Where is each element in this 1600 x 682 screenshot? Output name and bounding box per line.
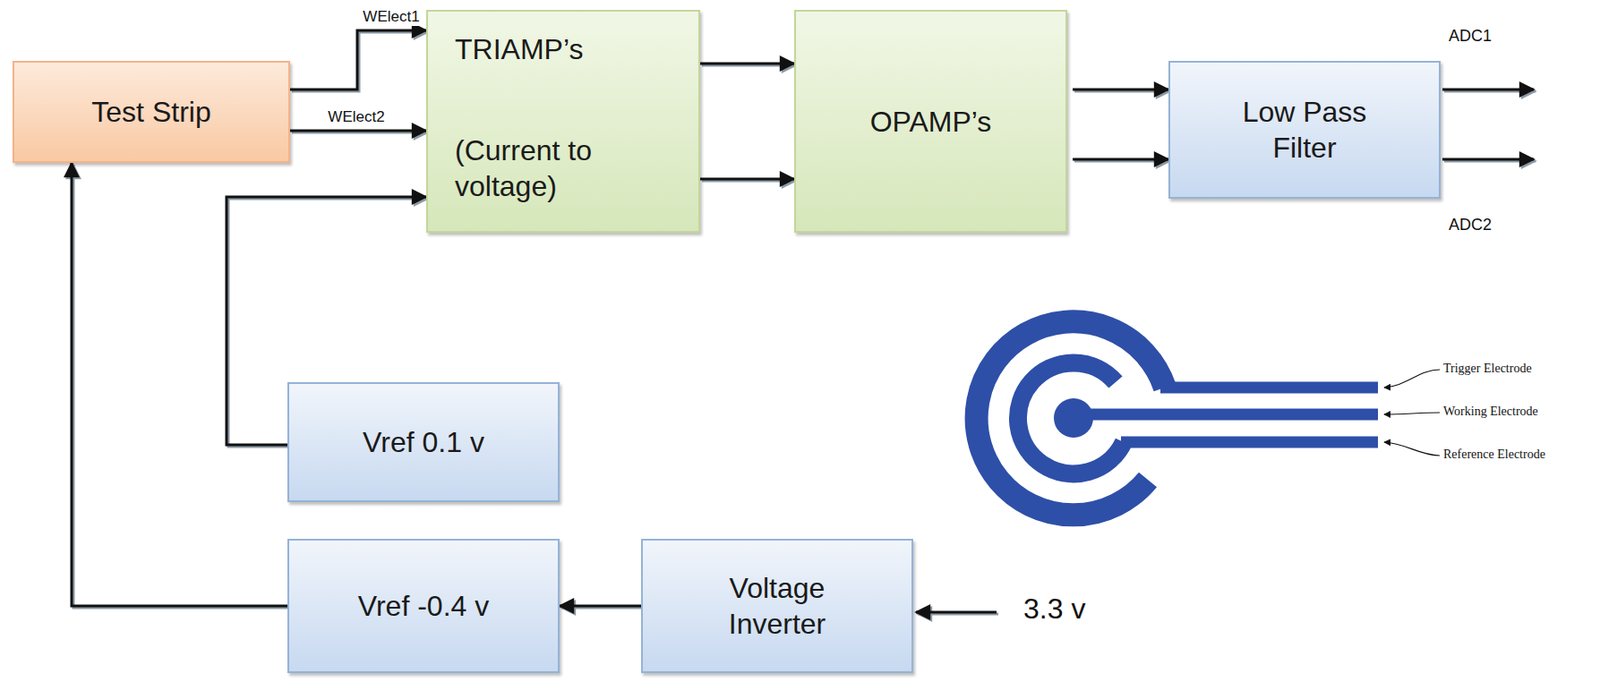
leader-line (1384, 442, 1440, 456)
working-lead (1073, 409, 1378, 421)
leader-lines (1384, 369, 1440, 456)
process-box: OPAMP’s (794, 9, 1068, 233)
signal-name: ADC1 (1448, 26, 1492, 46)
box-title: OPAMP’s (870, 103, 993, 140)
signal-name: ADC2 (1448, 215, 1492, 235)
signal-connector (700, 178, 795, 181)
box-title: Test Strip (91, 94, 211, 130)
part-name: Reference Electrode (1443, 447, 1546, 463)
box-title: Vref 0.1 v (362, 424, 485, 461)
adc-output-arrow (1442, 88, 1534, 92)
component-box: Test Strip (12, 60, 291, 163)
signal-connector (290, 129, 427, 133)
reference-lead (1120, 436, 1378, 449)
part-name: Working Electrode (1443, 404, 1539, 420)
trigger-lead (1160, 382, 1378, 394)
signal-connector (290, 30, 427, 90)
signal-connector (1072, 158, 1169, 162)
signal-connector (1072, 88, 1169, 92)
supply-voltage: 3.3 v (1023, 592, 1086, 626)
signal-name: WElect1 (360, 8, 421, 26)
signal-connector (700, 62, 795, 66)
supply-arrow (915, 611, 997, 615)
reference-box: Vref -0.4 v (287, 539, 560, 674)
leader-line (1384, 412, 1440, 415)
box-title: TRIAMP’s (454, 31, 583, 68)
electrode-illustration (976, 321, 1378, 515)
process-box: Low Pass Filter (1168, 60, 1441, 199)
reference-box: Vref 0.1 v (287, 382, 560, 503)
signal-connector (559, 605, 642, 608)
box-subtitle: (Current to voltage) (454, 132, 643, 205)
leader-line (1384, 369, 1440, 388)
box-title: Vref -0.4 v (358, 588, 489, 625)
part-name: Trigger Electrode (1443, 361, 1532, 377)
adc-output-arrow (1442, 158, 1534, 162)
working-dot (1053, 398, 1094, 438)
box-title: Voltage Inverter (678, 570, 876, 642)
process-box: TRIAMP’s (Current to voltage) (426, 9, 701, 233)
signal-connector (71, 162, 288, 607)
process-box: Voltage Inverter (641, 539, 914, 674)
box-title: Low Pass Filter (1214, 94, 1395, 166)
signal-name: WElect2 (325, 108, 386, 127)
